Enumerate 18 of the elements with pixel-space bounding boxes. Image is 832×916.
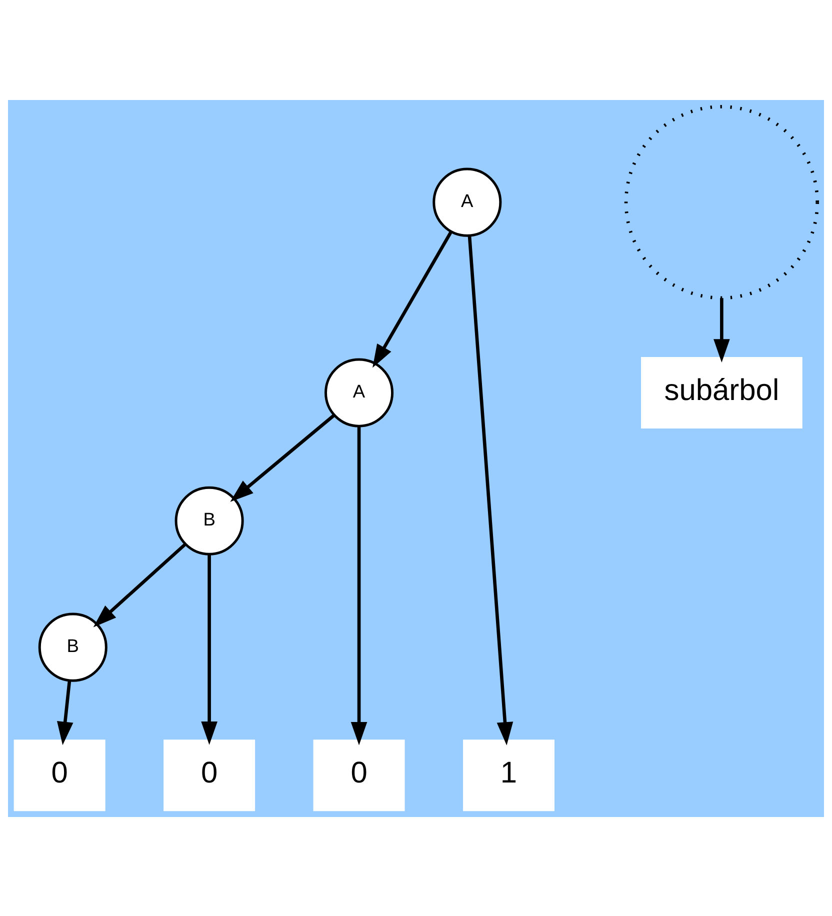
arrow (57, 680, 74, 745)
arrow (230, 413, 336, 502)
node-box: 1 (463, 739, 554, 811)
arrow (201, 554, 218, 744)
node-box: subárbol (641, 356, 802, 428)
arrow (93, 542, 186, 627)
arrow (372, 230, 453, 368)
node-circle: A (432, 167, 502, 236)
arrow (468, 236, 514, 745)
node-circle (624, 104, 819, 300)
arrow (350, 426, 368, 745)
node-box: 0 (14, 739, 106, 811)
arrow (714, 298, 730, 362)
node-box: 0 (313, 739, 405, 811)
node-circle: B (38, 612, 108, 682)
node-box: 0 (164, 739, 256, 811)
node-circle: A (324, 358, 394, 427)
node-circle: B (174, 486, 244, 555)
